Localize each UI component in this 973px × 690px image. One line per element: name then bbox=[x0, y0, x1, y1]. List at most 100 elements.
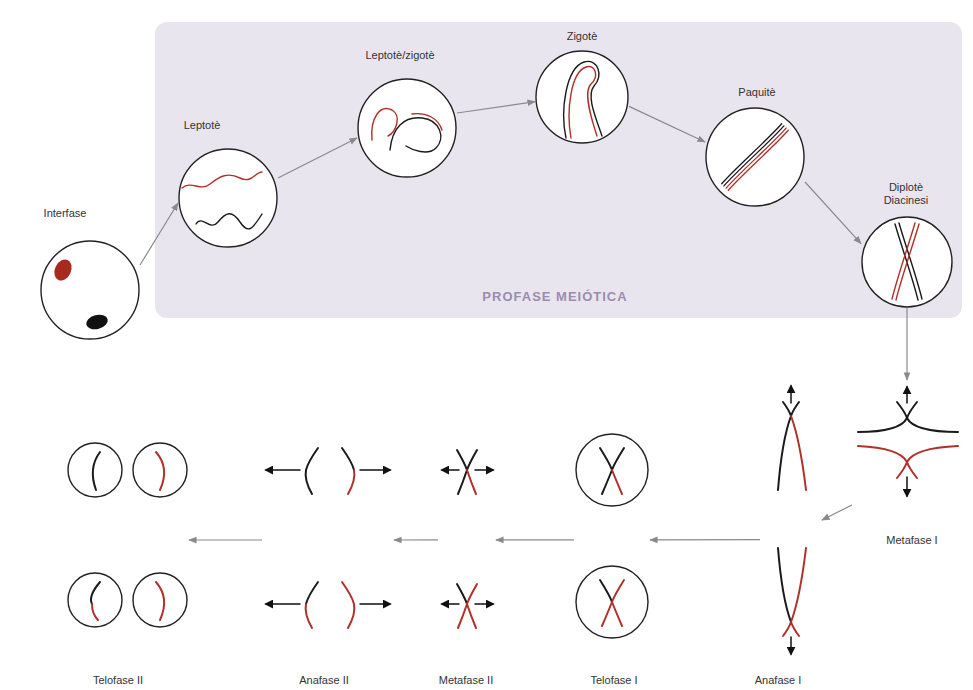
telophase-two-nuclei bbox=[68, 443, 122, 497]
metaphase-one-bivalent bbox=[907, 402, 917, 418]
anaphase-one-chromosomes bbox=[783, 622, 791, 636]
anaphase-two-chromatids bbox=[360, 603, 390, 605]
leptotene-zygotene-threads bbox=[372, 109, 442, 152]
diplotene-chiasma bbox=[896, 224, 919, 300]
metaphase-one-bivalent bbox=[858, 387, 958, 496]
stage-label: Anafase I bbox=[755, 674, 801, 687]
anaphase-one-chromosomes bbox=[790, 386, 792, 403]
zygotene-pairing bbox=[564, 61, 602, 138]
pachytene-bivalent bbox=[722, 124, 782, 184]
metaphase-two-chromosomes bbox=[458, 470, 467, 494]
stage-label: Diplotè Diacinesi bbox=[877, 181, 935, 207]
metaphase-one-bivalent bbox=[897, 462, 907, 478]
metaphase-one-bivalent bbox=[907, 418, 958, 432]
telophase-two-nuclei bbox=[68, 573, 122, 627]
stage-label: Zigotè bbox=[567, 30, 598, 43]
anaphase-two-chromatids bbox=[266, 469, 300, 471]
telophase-one-nuclei bbox=[600, 448, 612, 470]
leptotene-threads bbox=[196, 214, 262, 229]
anaphase-one-chromosomes bbox=[783, 402, 791, 416]
metaphase-one-bivalent bbox=[897, 402, 907, 418]
stage-arrow bbox=[496, 539, 574, 540]
nucleus-outline bbox=[41, 241, 139, 339]
telophase-two-nuclei bbox=[156, 452, 164, 490]
metaphase-two-chromosomes bbox=[475, 603, 493, 605]
diplotene-chiasma bbox=[892, 223, 922, 300]
stage-label: Metafase II bbox=[439, 674, 493, 687]
stage-nucleus: Leptotè bbox=[178, 148, 278, 248]
telophase-two-nuclei bbox=[156, 582, 164, 620]
anaphase-one-chromosomes bbox=[778, 548, 791, 622]
nucleus-outline bbox=[535, 50, 629, 144]
metaphase-two-chromosomes bbox=[442, 469, 459, 471]
telophase-two-nuclei bbox=[93, 452, 100, 490]
metaphase-one-bivalent bbox=[906, 477, 908, 496]
stage-arrow bbox=[278, 138, 357, 178]
nucleus-outline bbox=[536, 51, 628, 143]
chromosomes bbox=[51, 61, 958, 654]
nucleus-outline bbox=[706, 108, 804, 206]
nucleus-outline bbox=[179, 149, 277, 247]
diplotene-chiasma bbox=[895, 224, 918, 300]
interphase-chromatin bbox=[51, 257, 109, 332]
anaphase-one-chromosomes bbox=[778, 386, 806, 654]
metaphase-two-chromosomes bbox=[457, 450, 467, 470]
telophase-one-nuclei bbox=[602, 602, 612, 626]
stage-nucleus: Zigotè bbox=[535, 50, 629, 144]
telophase-two-nuclei bbox=[133, 443, 187, 497]
leptotene-threads bbox=[182, 172, 262, 188]
leptotene-zygotene-threads bbox=[390, 118, 441, 152]
telophase-one-nuclei bbox=[612, 602, 622, 626]
telophase-one-nuclei bbox=[576, 434, 648, 638]
anaphase-two-chromatids bbox=[306, 604, 312, 628]
stage-figure: Anafase I bbox=[760, 380, 822, 660]
stage-label: Paquitè bbox=[738, 86, 775, 99]
metaphase-two-chromosomes bbox=[467, 470, 476, 494]
pachytene-bivalent bbox=[722, 124, 789, 191]
stage-arrow bbox=[189, 539, 262, 540]
stage-label: Leptotè/zigotè bbox=[365, 49, 434, 62]
stage-label: Leptotè bbox=[184, 119, 221, 132]
stage-label: Telofase II bbox=[93, 674, 143, 687]
metaphase-one-bivalent bbox=[858, 418, 907, 432]
zygotene-pairing bbox=[569, 67, 597, 138]
stage-arrow bbox=[805, 182, 861, 244]
metaphase-two-chromosomes bbox=[467, 584, 477, 604]
stage-arrow bbox=[629, 106, 705, 142]
nucleus-outline bbox=[705, 107, 805, 207]
telophase-one-nuclei bbox=[602, 470, 612, 494]
anaphase-one-chromosomes bbox=[790, 637, 792, 654]
anaphase-two-chromatids bbox=[360, 469, 390, 471]
nucleus-outline bbox=[178, 148, 278, 248]
anaphase-two-chromatids bbox=[266, 603, 300, 605]
stage-label: Telofase I bbox=[590, 674, 637, 687]
leptotene-threads bbox=[182, 172, 262, 229]
metaphase-two-chromosomes bbox=[475, 469, 493, 471]
anaphase-two-chromatids bbox=[342, 448, 354, 470]
telophase-two-nuclei bbox=[92, 604, 98, 620]
metaphase-two-chromosomes bbox=[458, 604, 467, 628]
nucleus-outline bbox=[358, 79, 456, 177]
anaphase-one-chromosomes bbox=[791, 402, 799, 416]
pachytene-bivalent bbox=[726, 128, 786, 188]
anaphase-one-chromosomes bbox=[778, 416, 791, 490]
metaphase-two-chromosomes bbox=[467, 604, 476, 628]
stage-arrow bbox=[394, 539, 438, 540]
nucleus-outline bbox=[862, 217, 952, 307]
anaphase-two-chromatids bbox=[342, 582, 354, 628]
metaphase-two-chromosomes bbox=[442, 603, 459, 605]
stage-label: Interfase bbox=[44, 207, 87, 220]
telophase-one-nuclei bbox=[612, 470, 622, 494]
anaphase-two-chromatids bbox=[306, 582, 318, 604]
anaphase-two-chromatids bbox=[348, 470, 354, 494]
anaphase-one-chromosomes bbox=[791, 548, 806, 622]
metaphase-two-chromosomes bbox=[467, 450, 477, 470]
stage-arrow bbox=[650, 539, 760, 541]
stage-nucleus: Paquitè bbox=[705, 107, 805, 207]
metaphase-one-bivalent bbox=[907, 446, 958, 462]
interphase-chromatin bbox=[51, 257, 75, 284]
metaphase-two-chromosomes bbox=[457, 584, 467, 604]
stage-arrow bbox=[140, 203, 178, 265]
